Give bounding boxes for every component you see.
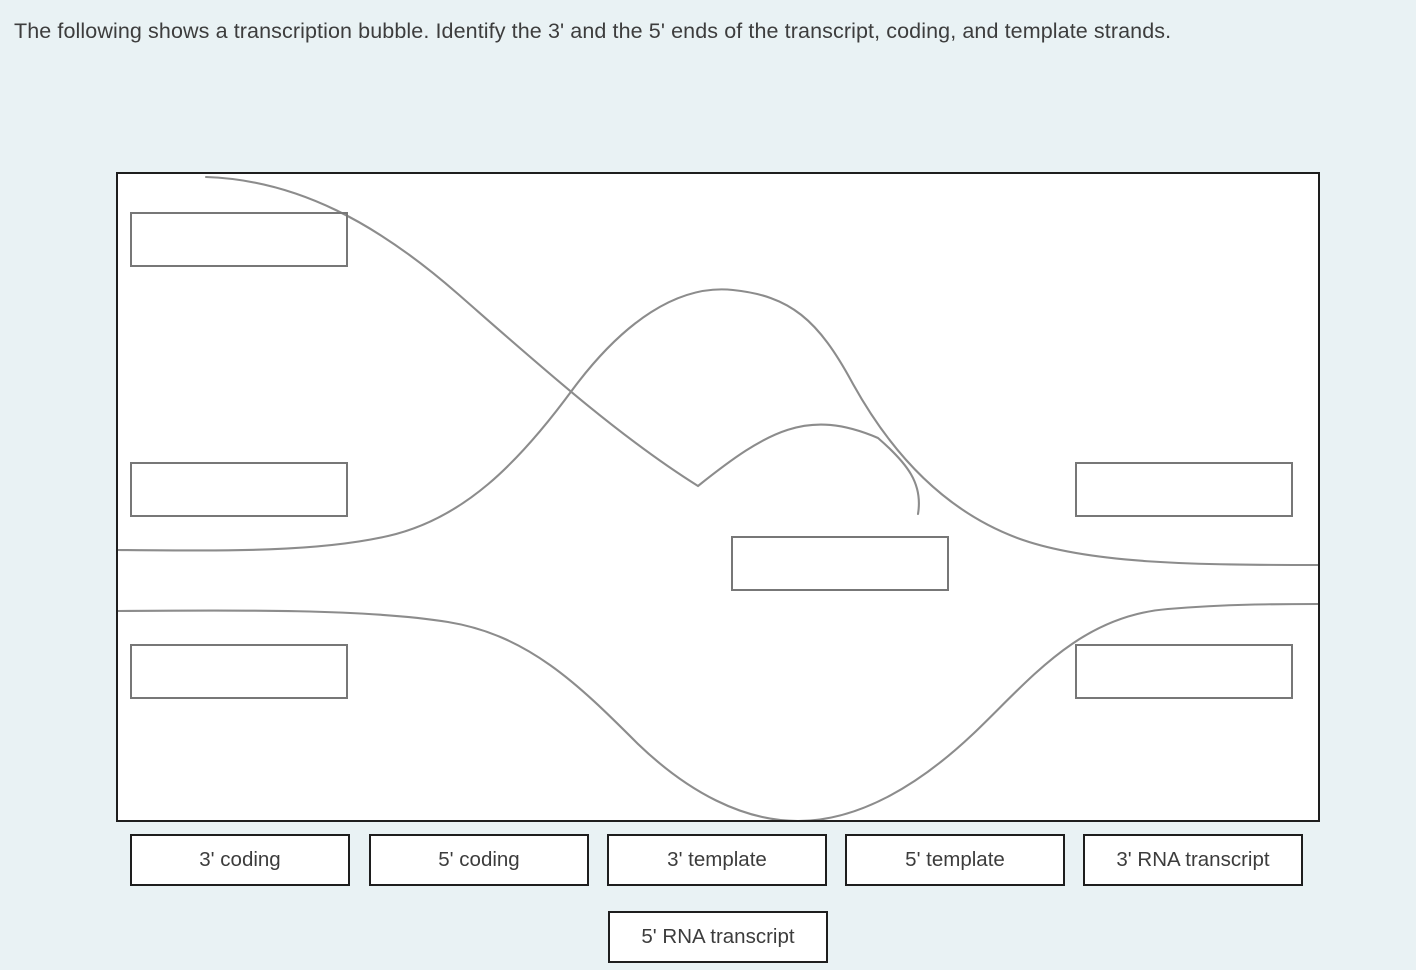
option-5-rna-transcript[interactable]: 5' RNA transcript (608, 911, 828, 963)
option-5-coding[interactable]: 5' coding (369, 834, 589, 886)
dropzone-middle-left[interactable] (130, 462, 348, 517)
question-prompt: The following shows a transcription bubb… (14, 19, 1172, 43)
template-strand-path (118, 602, 1318, 820)
dropzone-bottom-left[interactable] (130, 644, 348, 699)
coding-strand-path (118, 288, 1318, 567)
rna-transcript-path (204, 175, 920, 516)
dropzone-bottom-right[interactable] (1075, 644, 1293, 699)
option-3-rna-transcript[interactable]: 3' RNA transcript (1083, 834, 1303, 886)
option-3-coding[interactable]: 3' coding (130, 834, 350, 886)
dna-strand-illustration (118, 175, 1318, 820)
dropzone-center[interactable] (731, 536, 949, 591)
dropzone-top-left[interactable] (130, 212, 348, 267)
option-5-template[interactable]: 5' template (845, 834, 1065, 886)
transcription-bubble-diagram (116, 172, 1320, 822)
option-3-template[interactable]: 3' template (607, 834, 827, 886)
dropzone-top-right[interactable] (1075, 462, 1293, 517)
